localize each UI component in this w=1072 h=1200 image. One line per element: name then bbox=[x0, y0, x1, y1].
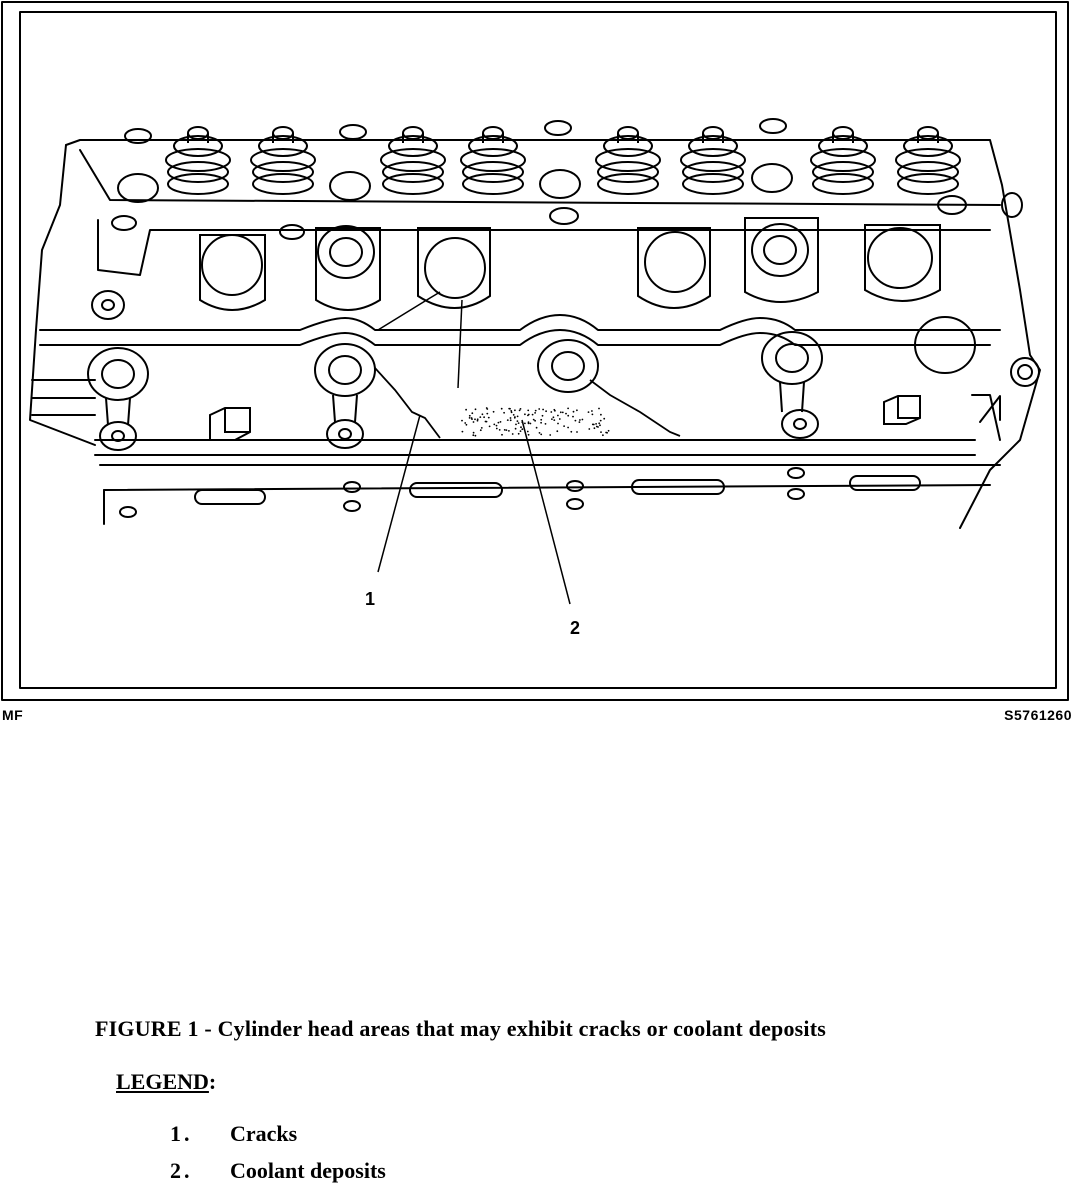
port-bosses bbox=[199, 217, 941, 311]
cylinder-head-illustration: 1 2 bbox=[1, 1, 1069, 701]
head-bolt-bosses bbox=[87, 316, 1040, 451]
figure-code-right: S5761260 bbox=[1004, 707, 1072, 723]
legend-item-label: Cracks bbox=[230, 1121, 298, 1146]
legend-title-colon: : bbox=[208, 1069, 217, 1094]
callout-2: 2 bbox=[570, 618, 580, 638]
leader-1 bbox=[377, 414, 421, 573]
leader-lines bbox=[377, 291, 571, 605]
legend-item: 2. Coolant deposits bbox=[170, 1158, 386, 1184]
deck-bolt-holes bbox=[91, 118, 1023, 320]
core-plugs bbox=[209, 395, 921, 441]
valve-springs bbox=[165, 126, 961, 195]
rocker-deck bbox=[65, 139, 1041, 529]
figure-code-left: MF bbox=[2, 707, 24, 723]
figure-frame-inner bbox=[19, 11, 1057, 689]
coolant-deposit-stipple bbox=[461, 407, 610, 437]
legend-item: 1. Cracks bbox=[170, 1121, 297, 1147]
legend-item-number: 1. bbox=[170, 1121, 193, 1146]
legend-item-number: 2. bbox=[170, 1158, 193, 1183]
leader-2-upper bbox=[457, 299, 463, 389]
leader-2 bbox=[521, 419, 571, 605]
legend-title: LEGEND: bbox=[116, 1069, 216, 1095]
leader-1-upper bbox=[377, 291, 441, 331]
legend-item-label: Coolant deposits bbox=[230, 1158, 386, 1183]
figure-caption: FIGURE 1 - Cylinder head areas that may … bbox=[95, 1016, 827, 1041]
gasket-openings bbox=[119, 467, 921, 518]
figure-frame-outer bbox=[1, 1, 1069, 701]
callout-1: 1 bbox=[365, 589, 375, 609]
legend-title-text: LEGEND bbox=[116, 1069, 209, 1094]
crack-lines bbox=[374, 367, 681, 439]
